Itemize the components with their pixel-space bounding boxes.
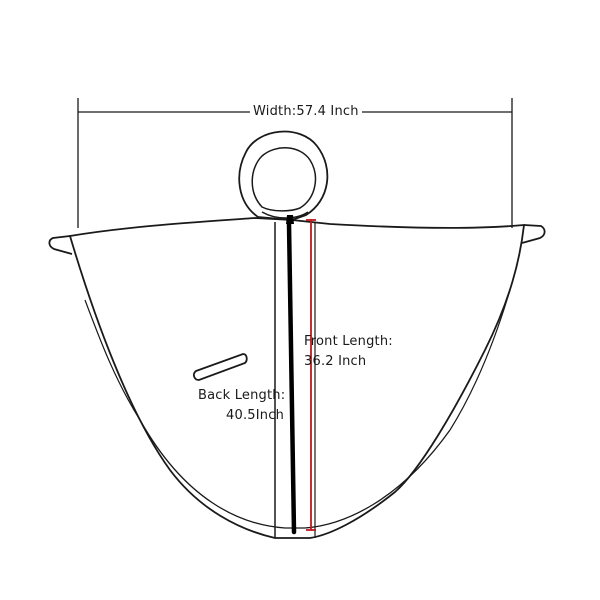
width-label: Width:57.4 Inch <box>250 104 362 120</box>
poncho-outline <box>68 217 526 539</box>
hood-inner <box>251 147 317 212</box>
right-shoulder-tab <box>521 224 546 244</box>
left-shoulder-tab <box>48 235 73 255</box>
poncho-body <box>68 217 526 539</box>
front-length-value: 36.2 Inch <box>304 354 367 369</box>
hood-neck <box>261 211 309 219</box>
front-length-title: Front Length: <box>304 334 393 349</box>
front-length-dimension <box>306 219 316 531</box>
zipper <box>286 221 297 535</box>
pocket <box>192 353 248 381</box>
right-inner-edge <box>449 289 511 431</box>
left-inner-edge <box>84 299 141 421</box>
zipper-pull <box>286 215 294 224</box>
back-length-value: 40.5Inch <box>226 408 285 423</box>
hood <box>238 130 329 221</box>
inner-hem <box>139 419 451 529</box>
back-length-title: Back Length: <box>198 388 286 403</box>
hood-outer <box>238 130 329 221</box>
